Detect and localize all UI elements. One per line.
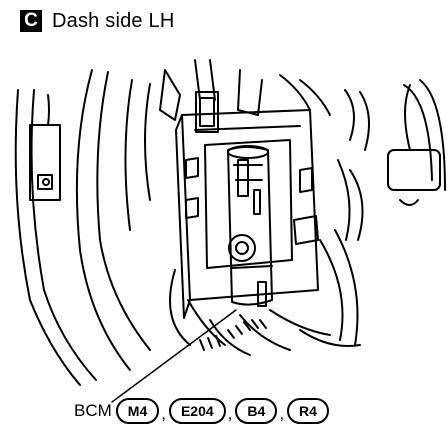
bcm-callout-label: BCM M4 , E204 , B4 , R4 <box>74 396 329 424</box>
connector-pill-e204: E204 <box>168 398 226 424</box>
callout-leader-line <box>111 309 237 403</box>
left-bracket <box>29 94 61 201</box>
connector-separator: , <box>161 404 166 423</box>
bcm-connector <box>227 145 273 307</box>
module-tabs <box>185 157 319 245</box>
connector-separator: , <box>279 404 285 423</box>
bcm-label: BCM <box>74 401 112 420</box>
upper-mounting <box>159 59 370 151</box>
connector-pill-m4: M4 <box>115 398 160 424</box>
connector-pill-b4: B4 <box>235 398 278 424</box>
connector-separator: , <box>227 404 233 423</box>
section-title: Dash side LH <box>52 9 175 32</box>
section-header: C Dash side LH <box>20 8 174 34</box>
dash-side-panel-lines <box>14 69 151 386</box>
connector-pill-r4: R4 <box>287 398 329 424</box>
bcm-module-body <box>175 91 319 319</box>
right-bracket <box>387 79 446 206</box>
wire-harness <box>169 159 364 356</box>
section-badge: C <box>20 10 42 32</box>
